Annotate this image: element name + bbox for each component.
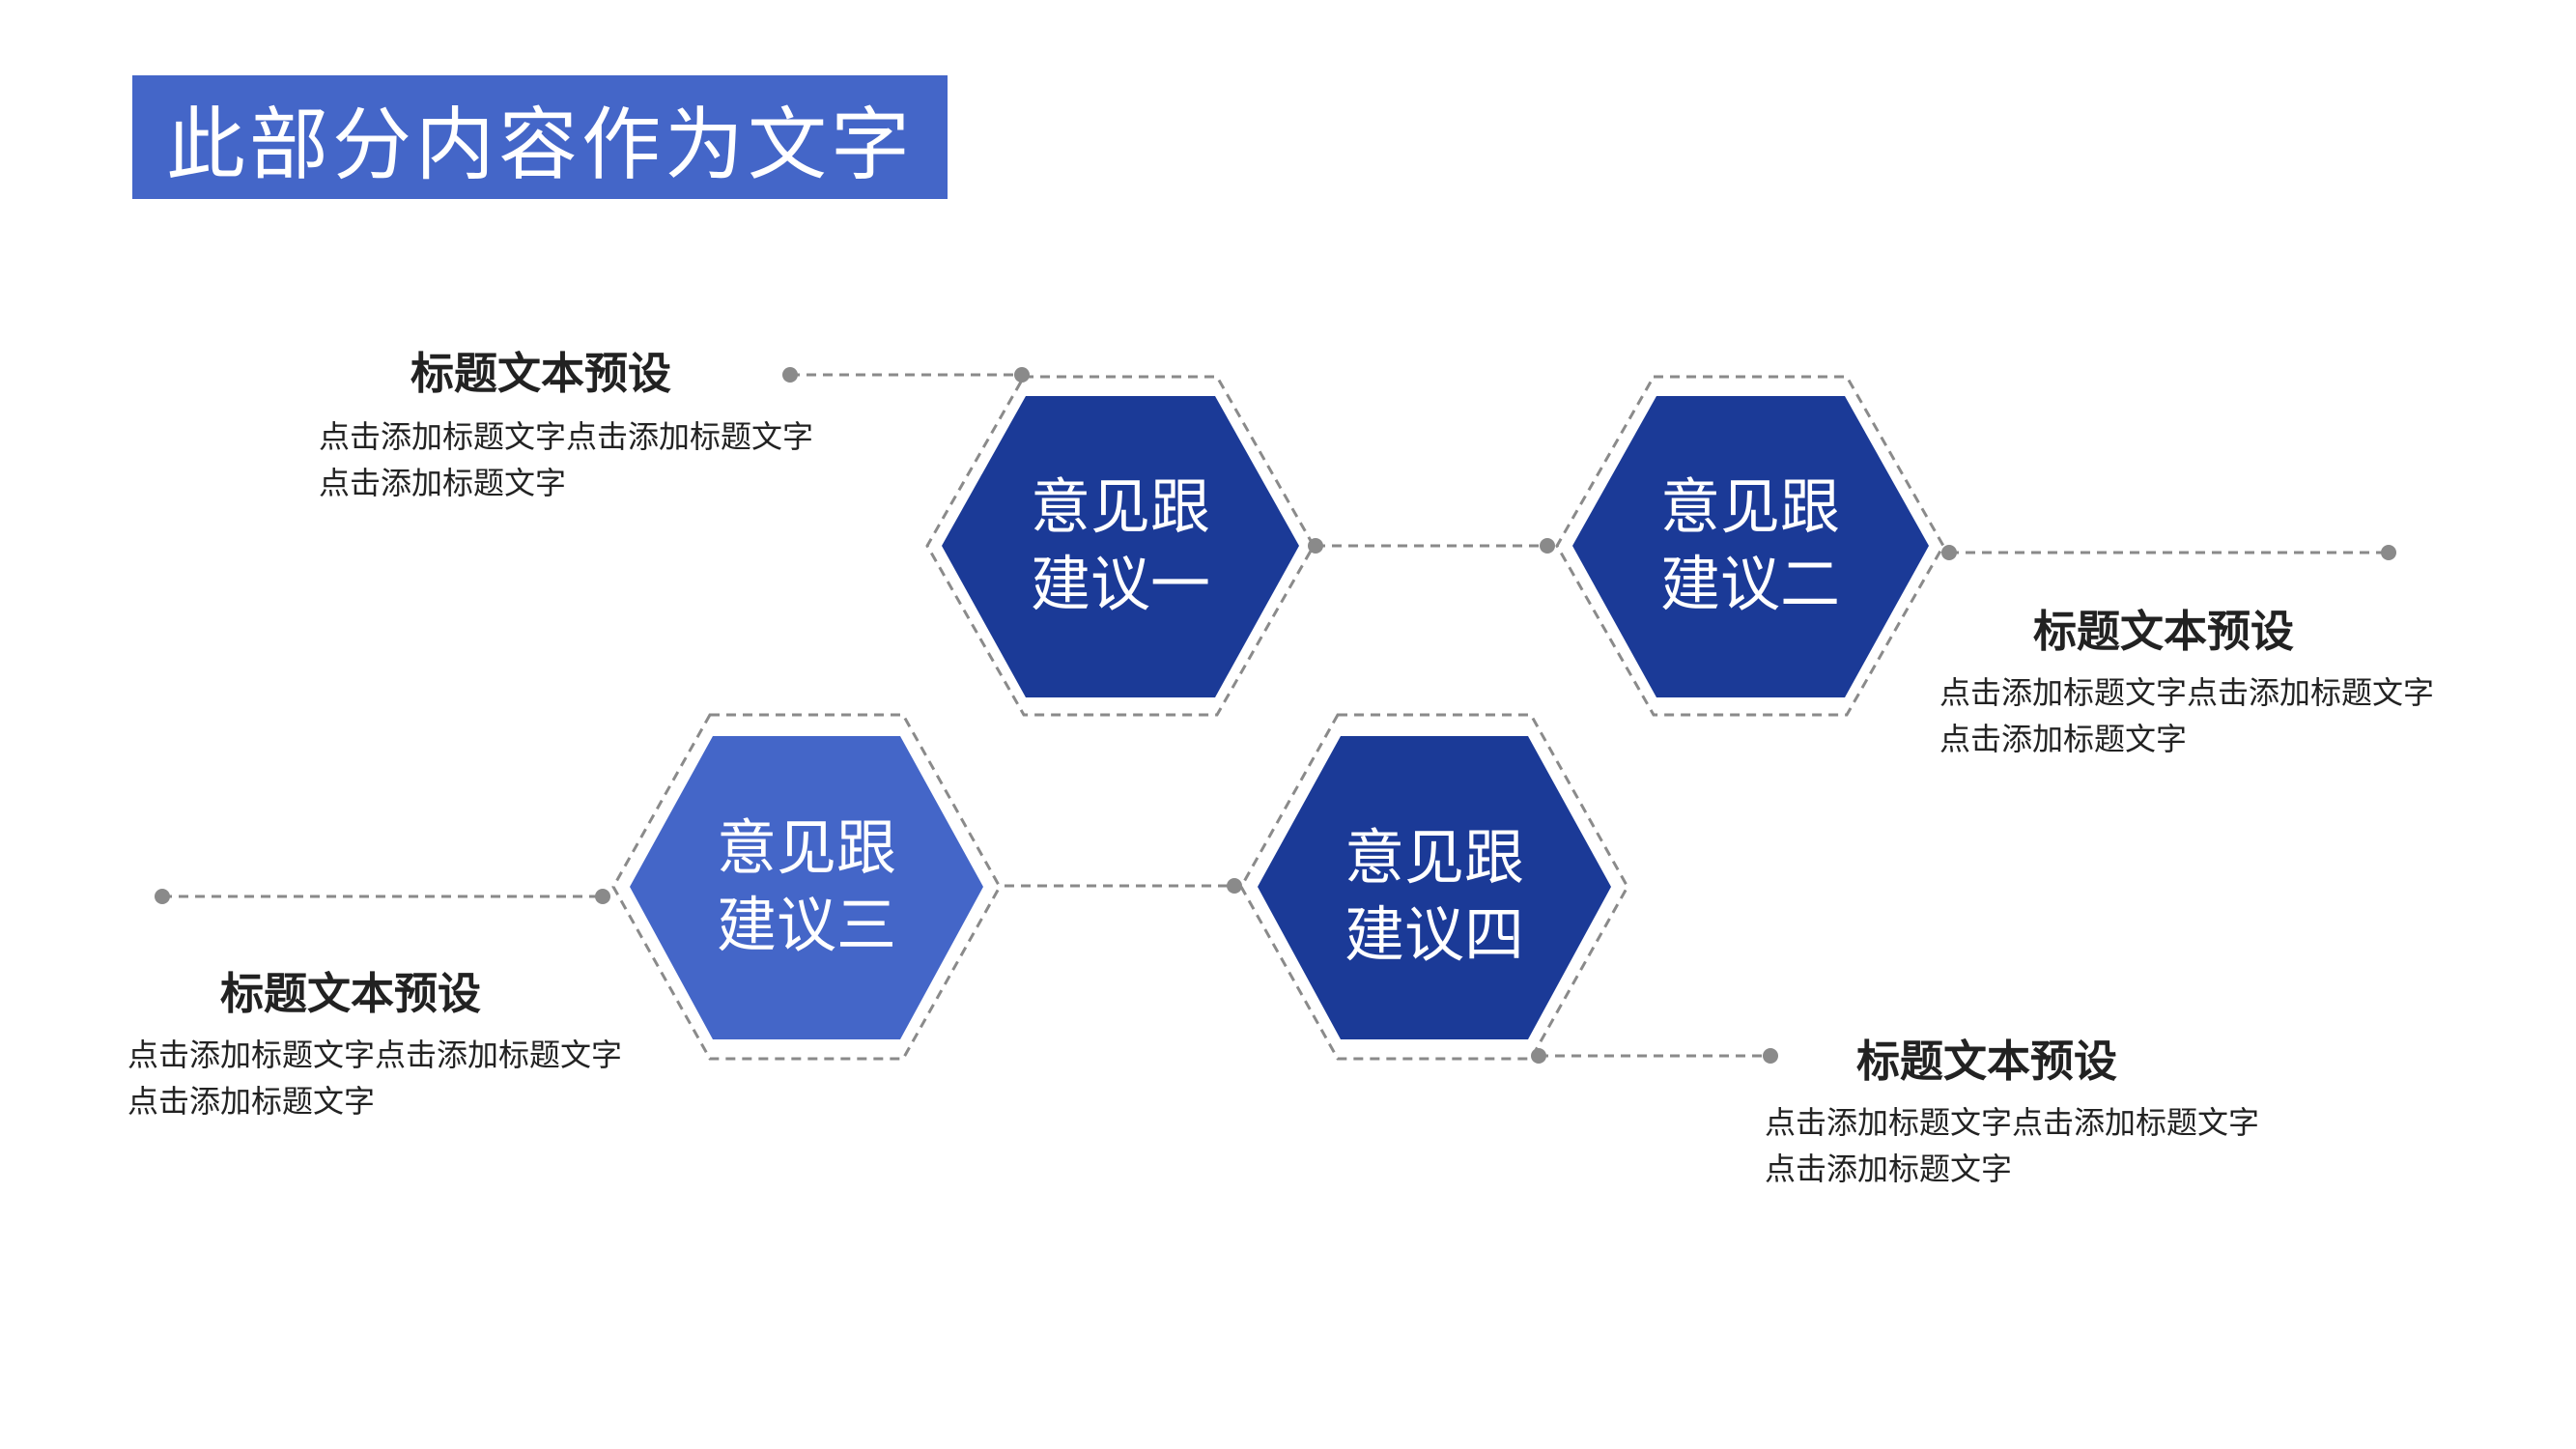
hex-1-line2: 建议一 bbox=[1030, 549, 1210, 619]
page-title-banner: 此部分内容作为文字 bbox=[132, 75, 948, 199]
block-4-desc: 点击添加标题文字点击添加标题文字点击添加标题文字 bbox=[1765, 1104, 2260, 1187]
block-2-desc: 点击添加标题文字点击添加标题文字点击添加标题文字 bbox=[1939, 674, 2435, 757]
connector-dot bbox=[1763, 1048, 1778, 1064]
connector-dot bbox=[1308, 538, 1323, 554]
block-4-title: 标题文本预设 bbox=[1856, 1036, 2118, 1087]
hex-1-label: 意见跟 建议一 bbox=[976, 469, 1265, 623]
connector-dot bbox=[1540, 538, 1555, 554]
hex-1-line1: 意见跟 bbox=[1030, 471, 1210, 542]
hex-4-line2: 建议四 bbox=[1344, 899, 1524, 970]
connector-dot bbox=[782, 367, 798, 383]
hex-3-outline bbox=[611, 713, 1002, 1061]
connector-dot bbox=[1014, 367, 1030, 383]
hex-1-shape bbox=[942, 396, 1299, 697]
connector-dot bbox=[595, 889, 610, 904]
hex-3-shape bbox=[630, 736, 983, 1039]
hex-4-shape bbox=[1258, 736, 1611, 1039]
hex-2-outline bbox=[1555, 375, 1945, 717]
hex-3-line1: 意见跟 bbox=[716, 812, 896, 883]
connector-dot bbox=[1941, 545, 1957, 560]
hex-4-line1: 意见跟 bbox=[1344, 822, 1524, 893]
block-1-desc: 点击添加标题文字点击添加标题文字点击添加标题文字 bbox=[319, 418, 814, 501]
connector-dot bbox=[1227, 878, 1242, 894]
hex-3-label: 意见跟 建议三 bbox=[662, 810, 951, 964]
hex-2-line1: 意见跟 bbox=[1659, 471, 1840, 542]
connector-dot bbox=[155, 889, 170, 904]
block-1-title: 标题文本预设 bbox=[410, 348, 672, 399]
hex-3-line2: 建议三 bbox=[716, 890, 896, 960]
connector-dot bbox=[2381, 545, 2396, 560]
hex-2-label: 意见跟 建议二 bbox=[1605, 469, 1895, 623]
hex-2-line2: 建议二 bbox=[1659, 549, 1840, 619]
hex-2-shape bbox=[1572, 396, 1929, 697]
block-3-desc: 点击添加标题文字点击添加标题文字点击添加标题文字 bbox=[127, 1037, 623, 1120]
block-3-title: 标题文本预设 bbox=[220, 968, 482, 1019]
block-2-title: 标题文本预设 bbox=[2033, 606, 2295, 657]
hex-1-outline bbox=[925, 375, 1316, 717]
page-title: 此部分内容作为文字 bbox=[165, 99, 914, 191]
hex-4-label: 意见跟 建议四 bbox=[1289, 819, 1579, 974]
connector-dot bbox=[1531, 1048, 1546, 1064]
